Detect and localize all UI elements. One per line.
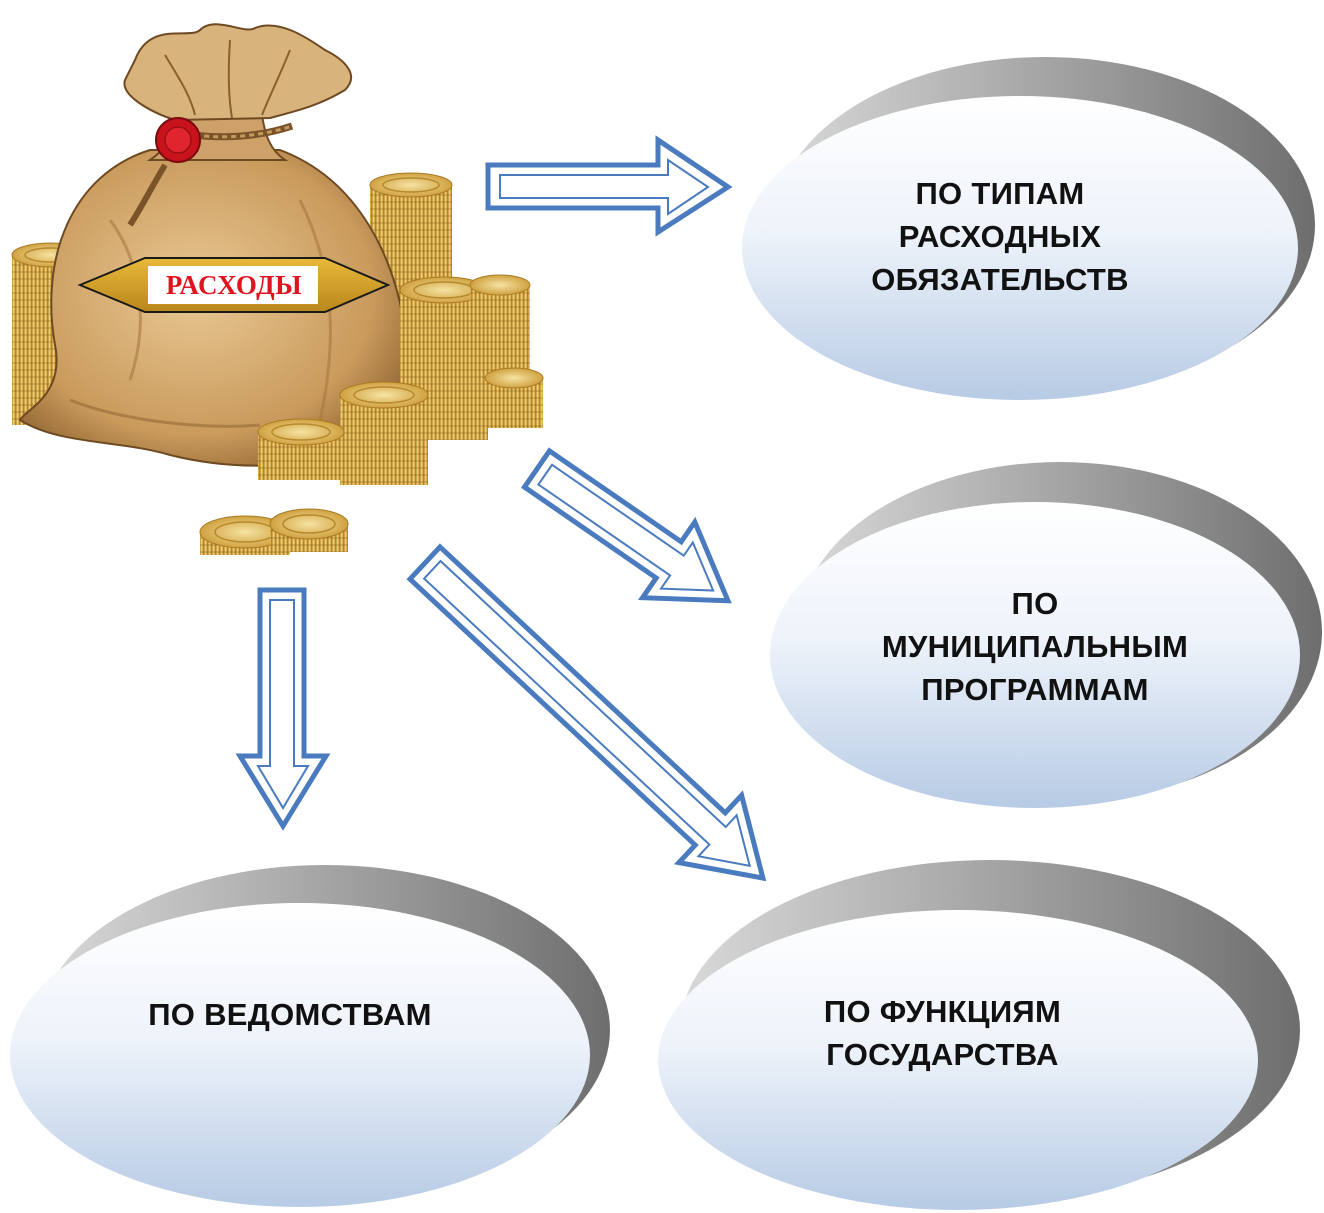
bag-label-text: РАСХОДЫ <box>165 270 303 300</box>
coin-icon <box>269 508 349 552</box>
category-programs-line-3: ПРОГРАММАМ <box>921 672 1149 707</box>
coin-stack-icon <box>257 418 345 480</box>
oval-functions <box>658 860 1300 1210</box>
category-types-line-3: ОБЯЗАТЕЛЬСТВ <box>871 262 1129 297</box>
oval-programs <box>770 462 1322 808</box>
category-functions-line-1: ПО ФУНКЦИЯМ <box>823 994 1062 1029</box>
category-functions-label: ПО ФУНКЦИЯМ ГОСУДАРСТВА <box>780 990 1105 1076</box>
bag-label <box>77 257 391 313</box>
category-types-line-1: ПО ТИПАМ <box>915 176 1085 211</box>
oval-departments <box>10 865 610 1207</box>
coin-stack-icon <box>484 367 544 428</box>
category-programs-label: ПО МУНИЦИПАЛЬНЫМ ПРОГРАММАМ <box>860 582 1210 711</box>
category-departments-line-1: ПО ВЕДОМСТВАМ <box>148 997 432 1032</box>
arrow-diagonal-icon <box>406 543 767 882</box>
arrow-down-icon <box>235 587 331 831</box>
arrow-right-icon <box>485 135 733 237</box>
oval-types <box>742 57 1315 400</box>
category-programs-line-2: МУНИЦИПАЛЬНЫМ <box>881 629 1189 664</box>
arrow-diagonal-icon <box>521 447 732 604</box>
category-types-line-2: РАСХОДНЫХ <box>898 219 1102 254</box>
category-programs-line-1: ПО <box>1011 586 1059 621</box>
category-types-label: ПО ТИПАМ РАСХОДНЫХ ОБЯЗАТЕЛЬСТВ <box>830 172 1170 301</box>
coin-stack-icon <box>339 381 429 485</box>
category-functions-line-2: ГОСУДАРСТВА <box>826 1037 1059 1072</box>
category-departments-label: ПО ВЕДОМСТВАМ <box>130 993 450 1036</box>
